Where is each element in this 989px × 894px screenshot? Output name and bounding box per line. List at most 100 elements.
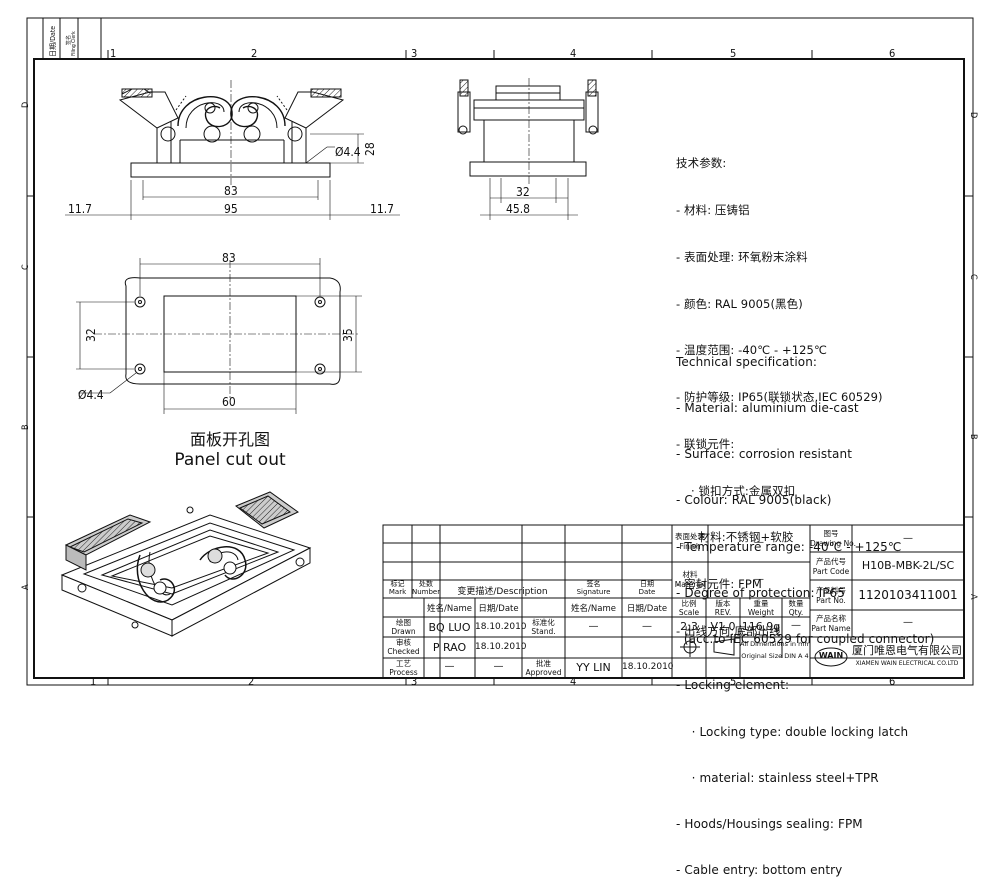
zone-labels: 1 2 3 4 5 6 1 2 3 4 5 6 D C B A D C B A (21, 47, 978, 688)
dim-cut-83: 83 (222, 251, 236, 265)
tb-process-date: — (493, 661, 504, 672)
dim-front-height: 28 (363, 142, 377, 156)
tb-weight-label: 重量 Weight (747, 599, 775, 617)
zone-col-4: 4 (570, 47, 576, 60)
tb-number-label: 处数 Number (412, 580, 441, 596)
spec-en-line: - Locking element: (676, 678, 790, 693)
spec-cn-line: - 材料: 压铸铝 (676, 202, 750, 217)
spec-en-line: (acc.to IEC 60529 for coupled connector) (676, 632, 935, 647)
tb-part-name-value: — (903, 617, 913, 628)
tb-part-no-label: 产品料号 Part No. (816, 586, 846, 605)
tb-mark-label: 标记 Mark (388, 580, 407, 596)
side-view-dims: 32 45.8 (506, 185, 530, 216)
spec-cn-line: · 锁扣方式:金属双扣 (676, 483, 796, 498)
zone-col-6-bottom: 6 (889, 675, 895, 688)
tb-approved-date: 18.10.2010 (622, 662, 674, 672)
spec-en-line: · Locking type: double locking latch (676, 724, 909, 739)
tb-description-label: 变更描述/Description (457, 587, 548, 597)
zone-col-2: 2 (251, 47, 257, 60)
panel-cutout-dims: 83 32 35 60 Ø4.4 (78, 251, 355, 409)
tb-approved-name: YY LIN (576, 661, 611, 674)
zone-col-3: 3 (411, 47, 417, 60)
zone-col-4-bottom: 4 (570, 675, 576, 688)
tb-rev-value: V1.0 (710, 620, 736, 633)
front-view (65, 80, 400, 220)
stamp-sign-label: 签名 (65, 35, 72, 45)
tb-scale-label: 比例 Scale (678, 599, 700, 617)
panel-caption-cn: 面板开孔图 (189, 430, 270, 449)
tb-part-code-value: H10B-MBK-2L/SC (861, 559, 955, 572)
tb-checked-date: 18.10.2010 (475, 642, 527, 652)
tb-stand-name: — (588, 621, 599, 632)
spec-cn-line: - 密封元件: FPM (676, 577, 762, 592)
tb-date-header-2: 日期/Date (626, 604, 668, 614)
spec-en-line: - Temperature range: -40℃ - +125℃ (676, 539, 902, 554)
spec-cn-line: 技术参数: (676, 156, 727, 171)
isometric-view (60, 491, 312, 637)
tb-process-label: 工艺 Process (389, 659, 418, 677)
company-logo: WAIN (818, 651, 844, 660)
dim-front-hole-dia: Ø4.4 (335, 145, 361, 159)
tb-name-header: 姓名/Name (427, 604, 472, 614)
tb-name-header-2: 姓名/Name (571, 604, 616, 614)
spec-cn-line: - 防护等级: IP65(联锁状态,IEC 60529) (676, 390, 883, 405)
zone-row-a-left: A (21, 584, 31, 590)
dim-front-right-offset: 11.7 (370, 202, 394, 216)
tb-drawn-name: BQ LUO (428, 621, 471, 634)
zone-col-1: 1 (110, 47, 116, 60)
tb-stand-date: — (642, 621, 652, 632)
spec-cn-line: - 表面处理: 环氧粉末涂料 (676, 249, 808, 264)
dim-cut-35: 35 (341, 328, 355, 342)
corner-stamp: 日期/Date 签名 Filing Clerk (49, 26, 77, 57)
dim-front-95: 95 (224, 202, 238, 216)
tb-drawing-no-value: — (903, 533, 913, 544)
zone-col-5: 5 (730, 47, 736, 60)
tb-signature-label: 签名 Signature (576, 580, 611, 596)
dim-side-458: 45.8 (506, 202, 530, 216)
tb-drawn-label: 绘图 Drawn (391, 618, 416, 636)
zone-row-d-left: D (21, 102, 31, 108)
spec-cn-block: 技术参数: - 材料: 压铸铝 - 表面处理: 环氧粉末涂料 - 颜色: RAL… (676, 125, 883, 655)
panel-caption-en: Panel cut out (174, 450, 286, 470)
zone-row-d-right: D (968, 112, 978, 118)
tb-part-no-value: 1120103411001 (858, 588, 958, 602)
zone-col-3-bottom: 3 (411, 675, 417, 688)
front-view-dims: Ø4.4 28 83 95 11.7 11.7 (68, 142, 394, 216)
tb-material-label: 材料 Material (674, 570, 706, 589)
zone-row-c-left: C (21, 264, 31, 270)
tb-checked-label: 审核 Checked (387, 638, 420, 656)
dim-cut-hole-dia: Ø4.4 (78, 388, 104, 402)
dim-cut-60: 60 (222, 395, 236, 409)
spec-en-line: - Surface: corrosion resistant (676, 447, 852, 462)
tb-finish-value: — (754, 537, 764, 548)
tb-approved-label: 批准 Approved (525, 659, 562, 677)
drawing-sheet: 日期/Date 签名 Filing Clerk 1 2 3 4 5 6 1 2 … (21, 17, 978, 688)
zone-row-c-right: C (968, 274, 978, 280)
tb-stand-label: 标准化 Stand. (531, 618, 556, 636)
spec-cn-line: - 联锁元件: (676, 436, 735, 451)
zone-row-b-left: B (21, 424, 31, 430)
tb-material-value: — (754, 574, 764, 585)
spec-en-line: - Cable entry: bottom entry (676, 863, 843, 878)
tb-drawing-no-label: 图号 Drawing No. (810, 529, 857, 548)
title-block-grid (382, 524, 965, 679)
side-view (457, 78, 599, 220)
tb-company-en: XIAMEN WAIN ELECTRICAL CO.LTD (855, 660, 959, 667)
spec-en-line: - Degree of protection: IP65 (676, 585, 846, 600)
tb-drawn-date: 18.10.2010 (475, 622, 527, 632)
tb-rev-label: 版本 REV. (714, 599, 732, 617)
spec-cn-line: - 出线方向:底部出线 (676, 624, 781, 638)
zone-row-b-right: B (968, 434, 978, 440)
spec-en-line: · material: stainless steel+TPR (676, 770, 879, 785)
tb-part-name-label: 产品名称 Part Name (811, 614, 851, 633)
zone-row-a-right: A (968, 594, 978, 600)
zone-col-6: 6 (889, 47, 895, 60)
tb-qty-label: 数量 Qty. (788, 599, 804, 617)
spec-cn-line: · 材料:不锈钢+软胶 (676, 530, 794, 545)
tb-date-header: 日期/Date (478, 604, 519, 614)
dim-front-left-offset: 11.7 (68, 202, 92, 216)
zone-col-1-bottom: 1 (90, 675, 96, 688)
dim-front-83: 83 (224, 184, 238, 198)
stamp-clerk-label: Filing Clerk (71, 31, 77, 56)
spec-cn-line: - 颜色: RAL 9005(黑色) (676, 296, 803, 311)
